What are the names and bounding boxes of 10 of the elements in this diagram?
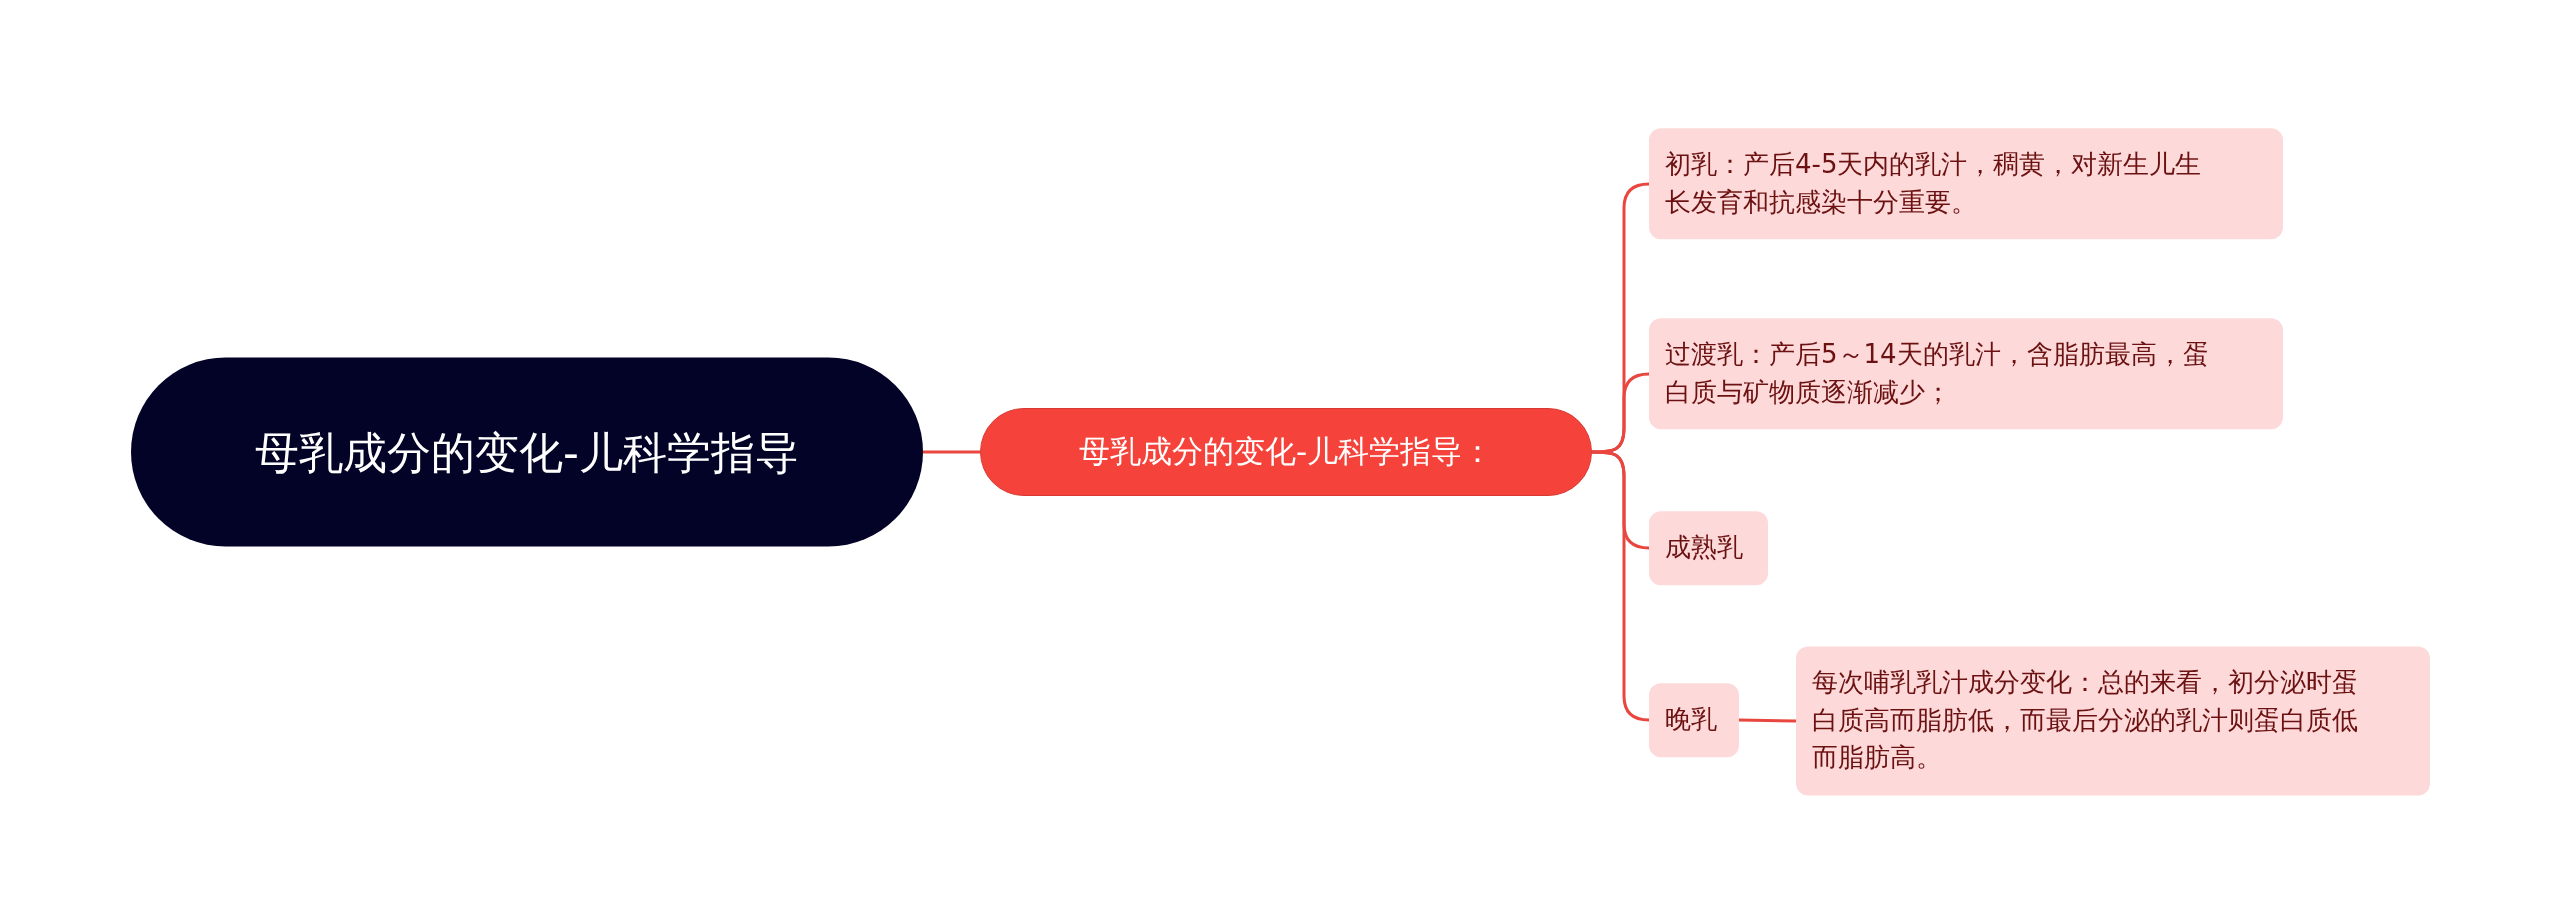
subtopic-box: 晚乳 bbox=[1649, 683, 1739, 757]
subtopic-box: 成熟乳 bbox=[1649, 511, 1768, 585]
subtopic-box: 过渡乳：产后5～14天的乳汁，含脂肪最高，蛋白质与矿物质逐渐减少； bbox=[1649, 318, 2283, 430]
central-topic: 母乳成分的变化-儿科学指导 bbox=[131, 357, 923, 547]
connector-line bbox=[1738, 718, 1797, 723]
connector-line bbox=[1592, 372, 1650, 454]
subtopic-box: 初乳：产后4-5天内的乳汁，稠黄，对新生儿生长发育和抗感染十分重要。 bbox=[1649, 128, 2283, 240]
main-topic: 母乳成分的变化-儿科学指导： bbox=[980, 408, 1592, 496]
subtopic-box: 每次哺乳乳汁成分变化：总的来看，初分泌时蛋白质高而脂肪低，而最后分泌的乳汁则蛋白质低而脂肪高。 bbox=[1796, 646, 2430, 796]
connector-line bbox=[923, 450, 980, 454]
